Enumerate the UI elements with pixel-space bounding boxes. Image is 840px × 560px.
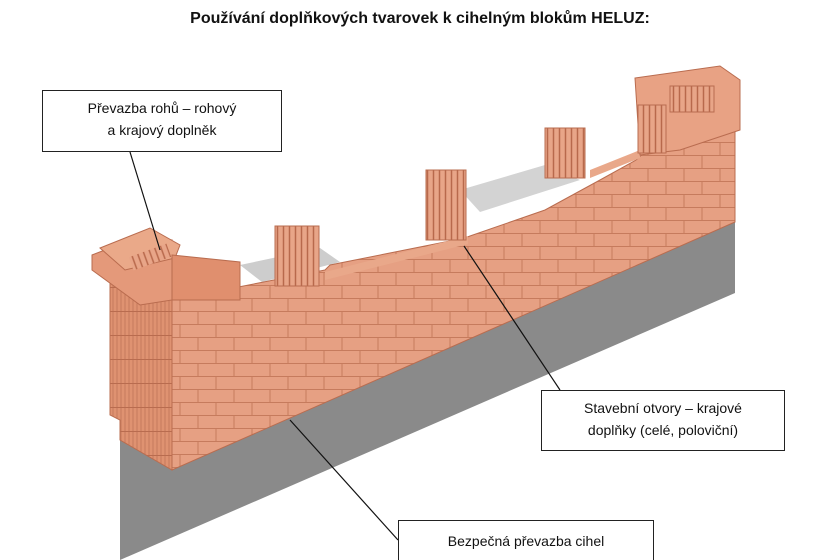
callout-openings-line2: doplňky (celé, poloviční) [542, 419, 784, 441]
callout-bond-line1: Bezpečná převazba cihel [399, 530, 653, 552]
callout-corner-line2: a krajový doplněk [43, 119, 281, 141]
callout-corner-line1: Převazba rohů – rohový [43, 97, 281, 119]
callout-corner-bond: Převazba rohů – rohový a krajový doplněk [42, 90, 282, 152]
callout-openings-line1: Stavební otvory – krajové [542, 397, 784, 419]
jamb-block-middle [426, 170, 466, 240]
jamb-block-right [545, 128, 585, 178]
jamb-block-left [275, 226, 319, 286]
callout-safe-bond: Bezpečná převazba cihel [398, 520, 654, 560]
callout-openings: Stavební otvory – krajové doplňky (celé,… [541, 390, 785, 451]
